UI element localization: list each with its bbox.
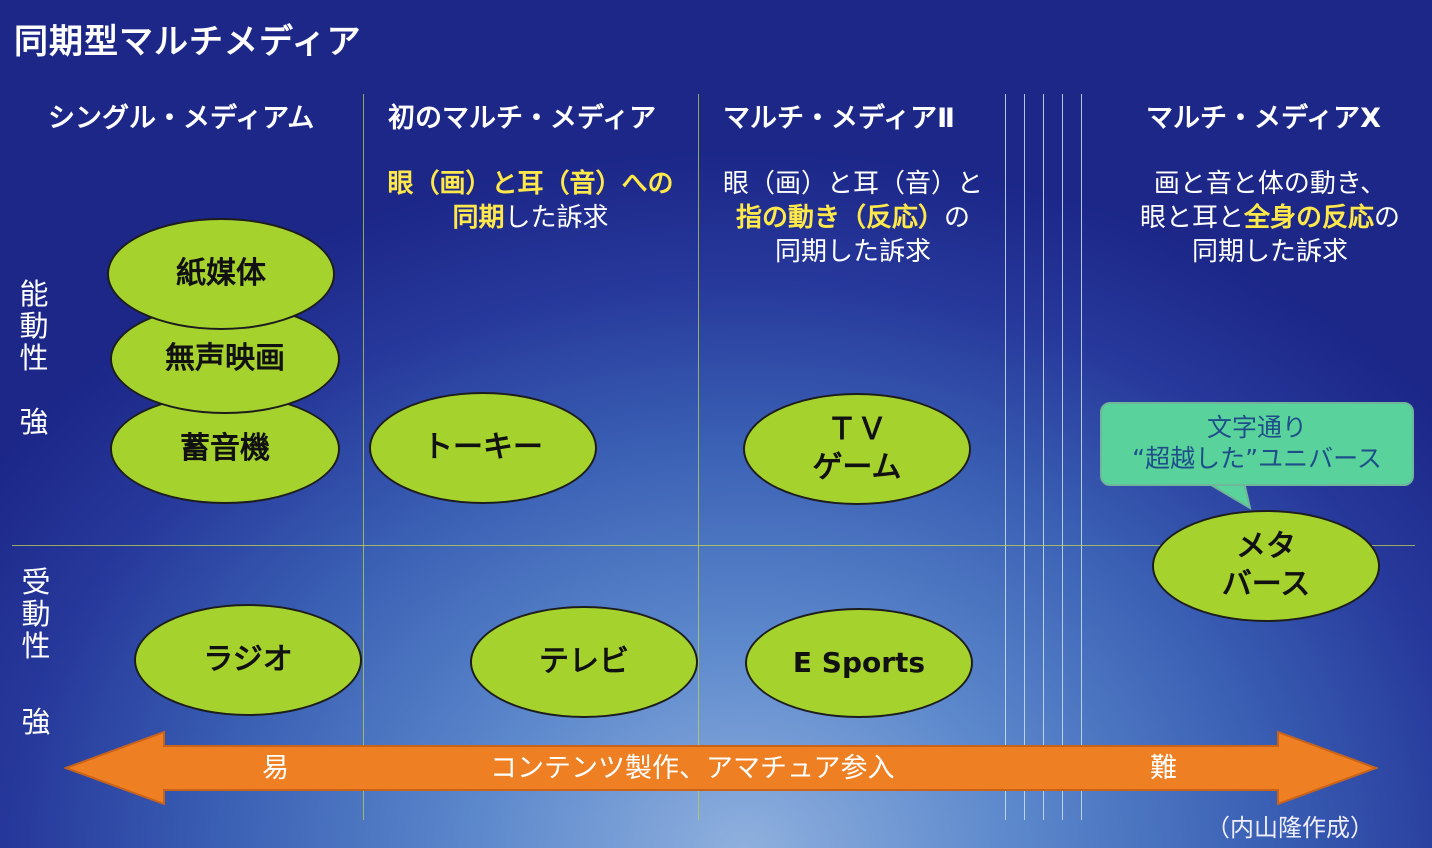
column-divider <box>363 94 364 820</box>
node-label: ＴＶ <box>826 412 887 447</box>
node-talkie: トーキー <box>369 392 597 504</box>
column-description-multimedia-x: 画と音と体の動き、 眼と耳と全身の反応の 同期した訴求 <box>1110 167 1430 269</box>
node-label: 無声映画 <box>165 341 285 376</box>
description-highlight: 眼（画）と耳（音）への <box>387 169 674 199</box>
axis-label-active: 能 動 性 強 <box>14 278 54 438</box>
column-description-multimedia-2: 眼（画）と耳（音）と 指の動き（反応）の 同期した訴求 <box>703 167 1003 269</box>
callout-text: “超越した”ユニバース <box>1132 444 1382 473</box>
difficulty-arrow <box>64 730 1379 806</box>
description-text: 同期した訴求 <box>774 237 931 267</box>
node-label: E Sports <box>792 646 926 679</box>
node-label: ゲーム <box>812 450 902 485</box>
description-highlight: 指の動き（反応） <box>735 203 944 233</box>
node-label: 紙媒体 <box>176 256 266 291</box>
column-heading-first-multimedia: 初のマルチ・メディア <box>388 103 657 134</box>
axis-label-char: 能 <box>19 277 49 311</box>
node-phonograph: 蓄音機 <box>110 394 340 504</box>
description-text: の <box>944 203 971 233</box>
node-metaverse: メタバース <box>1152 510 1380 622</box>
node-label: トーキー <box>423 430 543 465</box>
node-label: バース <box>1221 567 1311 602</box>
description-text: 眼（画）と耳（音）と <box>722 169 983 199</box>
description-text: 画と音と体の動き、 <box>1153 169 1387 199</box>
node-paper-media: 紙媒体 <box>107 218 335 330</box>
axis-label-passive: 受 動 性 強 <box>16 566 56 738</box>
column-divider <box>1062 94 1063 820</box>
callout-pointer <box>1204 482 1252 511</box>
column-divider <box>698 94 699 820</box>
column-divider <box>1005 94 1006 820</box>
node-radio: ラジオ <box>134 604 362 716</box>
page-title: 同期型マルチメディア <box>14 22 362 62</box>
description-text: 眼と耳と <box>1139 203 1244 233</box>
column-heading-multimedia-2: マルチ・メディアⅡ <box>723 103 955 134</box>
axis-label-char: 強 <box>21 705 51 739</box>
axis-label-gap <box>14 374 54 406</box>
column-description-first-multimedia: 眼（画）と耳（音）への 同期した訴求 <box>368 167 693 235</box>
node-tv: テレビ <box>470 606 698 718</box>
axis-label-gap <box>16 662 56 706</box>
arrow-label-hard: 難 <box>1150 753 1177 784</box>
description-text: した訴求 <box>504 203 609 233</box>
column-heading-single-medium: シングル・メディアム <box>48 103 315 134</box>
column-heading-multimedia-x: マルチ・メディアX <box>1146 103 1381 134</box>
axis-label-char: 動 <box>21 597 51 631</box>
credit-text: （内山隆作成） <box>1206 814 1374 842</box>
column-divider <box>1081 94 1082 820</box>
node-label: メタ <box>1236 529 1296 564</box>
axis-label-char: 性 <box>19 341 49 375</box>
column-divider <box>1024 94 1025 820</box>
arrow-label-center: コンテンツ製作、アマチュア参入 <box>490 753 895 784</box>
description-text: の <box>1374 203 1401 233</box>
callout-bubble: 文字通り “超越した”ユニバース <box>1100 402 1414 486</box>
axis-label-char: 動 <box>19 309 49 343</box>
arrow-label-easy: 易 <box>262 753 289 784</box>
node-esports: E Sports <box>745 608 973 718</box>
callout-text: 文字通り <box>1206 413 1307 442</box>
axis-label-char: 受 <box>21 565 51 599</box>
node-label: 蓄音機 <box>180 431 270 466</box>
description-highlight: 全身の反応 <box>1243 203 1374 233</box>
node-label: テレビ <box>539 644 629 679</box>
axis-label-char: 性 <box>21 629 51 663</box>
column-divider <box>1043 94 1044 820</box>
node-label: ラジオ <box>203 642 293 677</box>
description-text: 同期した訴求 <box>1191 237 1348 267</box>
quadrant-divider <box>12 545 1415 546</box>
description-highlight: 同期 <box>452 203 505 233</box>
axis-label-char: 強 <box>19 405 49 439</box>
